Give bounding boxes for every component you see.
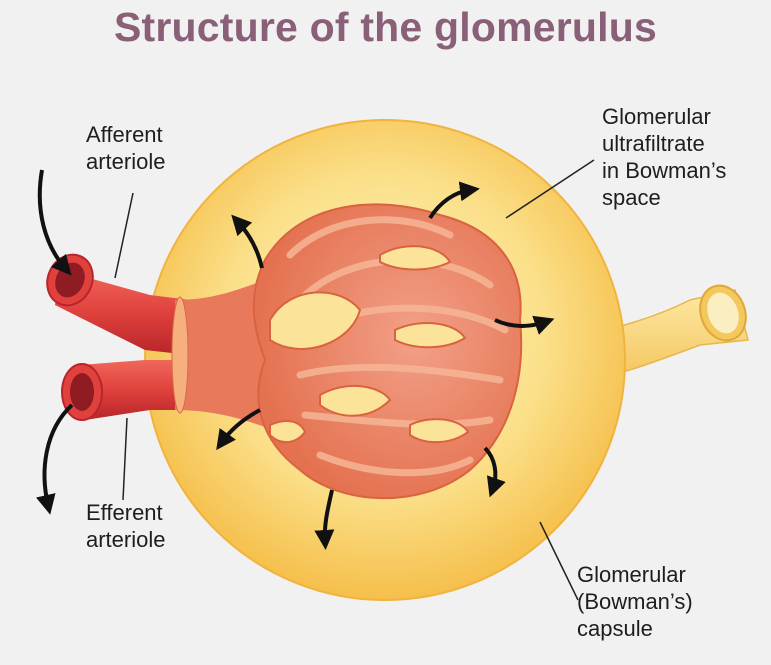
afferent-arteriole [46,253,190,355]
glomerular-capillary-tuft [252,203,523,500]
ultrafiltrate-label: Glomerular ultrafiltrate in Bowman’s spa… [602,104,727,210]
flow-arrows [36,169,555,550]
filtrate-arrow [428,181,480,220]
capsule-label: Glomerular (Bowman’s) capsule [577,562,693,641]
filtrate-arrow [314,489,335,550]
efferent-leader-line [122,417,128,501]
filtrate-arrow [483,446,506,498]
filtrate-arrow [216,408,261,451]
capsule-leader-line [539,521,579,601]
filtrate-arrow [494,315,555,335]
leader-lines [114,159,595,601]
diagram-title: Structure of the glomerulus [113,4,657,50]
blood-in-arrow [37,169,72,276]
filtrate-arrow [231,214,264,269]
efferent-arteriole-label: Efferent arteriole [86,500,166,552]
afferent-arteriole-label: Afferent arteriole [86,122,166,174]
afferent-leader-line [114,192,134,279]
blood-out-arrow [36,403,74,515]
ultrafiltrate-leader-line [505,159,595,219]
